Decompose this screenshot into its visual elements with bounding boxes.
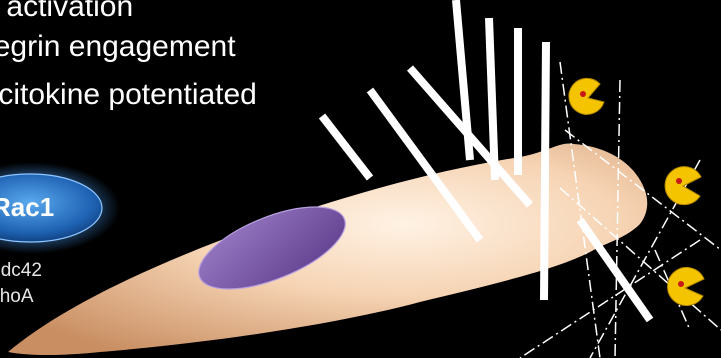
gtpase-cdc42: Cdc42 [0,260,42,282]
list-item-1: 1. FAK/ERK activation [0,0,133,24]
gtpase-rhoa: RhoA [0,286,34,308]
rac1-label: Rac1 [0,192,54,223]
pacman-icon [665,167,701,205]
list-item-2: 2. Integrin engagement [0,30,236,64]
pacman-icon [569,78,604,114]
list-item-3: 3. citokine potentiated [0,78,257,112]
pacman-icon [668,268,704,306]
